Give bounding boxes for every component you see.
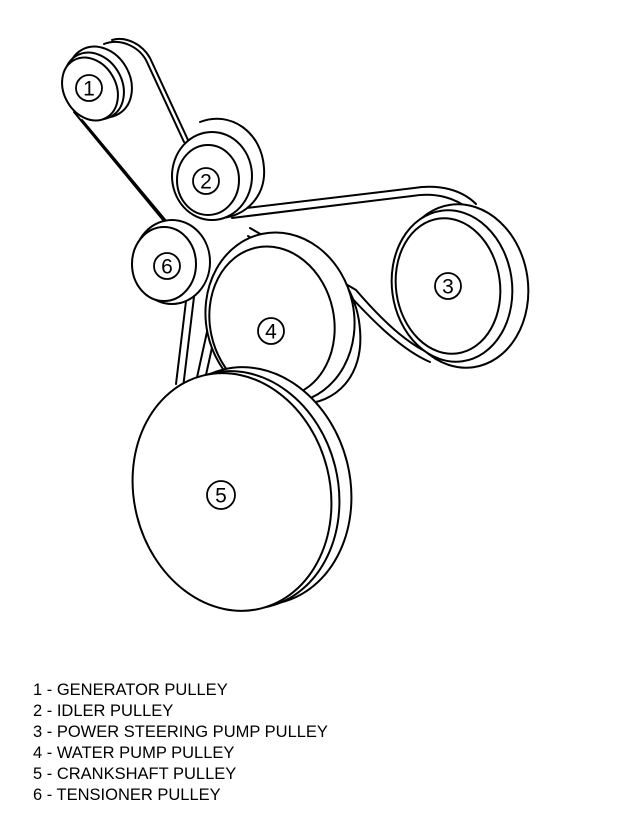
belt-generator-loop bbox=[103, 38, 189, 143]
legend-item-water-pump-pulley: 4 - WATER PUMP PULLEY bbox=[33, 744, 235, 762]
belt-routing-diagram: 1 2 3 4 5 6 bbox=[61, 38, 530, 612]
callout-circle-1 bbox=[75, 74, 103, 102]
crankshaft-pulley bbox=[131, 366, 353, 612]
callout-6: 6 bbox=[161, 256, 173, 279]
legend-item-tensioner-pulley: 6 - TENSIONER PULLEY bbox=[33, 786, 221, 804]
legend-item-generator-pulley: 1 - GENERATOR PULLEY bbox=[33, 681, 228, 699]
callout-circle-2 bbox=[192, 167, 220, 195]
callout-circle-4 bbox=[257, 317, 285, 345]
callout-circle-5 bbox=[206, 480, 236, 510]
legend-item-crankshaft-pulley: 5 - CRANKSHAFT PULLEY bbox=[33, 765, 237, 783]
pulley-legend: 1 - GENERATOR PULLEY 2 - IDLER PULLEY 3 … bbox=[33, 680, 328, 806]
legend-item-power-steering-pump-pulley: 3 - POWER STEERING PUMP PULLEY bbox=[33, 723, 328, 741]
callout-3: 3 bbox=[442, 276, 454, 299]
callout-circle-3 bbox=[434, 272, 462, 300]
callout-5: 5 bbox=[215, 485, 227, 508]
callout-circle-6 bbox=[153, 252, 181, 280]
legend-item-idler-pulley: 2 - IDLER PULLEY bbox=[33, 702, 174, 720]
callout-1: 1 bbox=[83, 78, 95, 101]
water-pump-pulley bbox=[204, 231, 362, 405]
callout-4: 4 bbox=[265, 321, 277, 344]
callout-2: 2 bbox=[200, 171, 212, 194]
